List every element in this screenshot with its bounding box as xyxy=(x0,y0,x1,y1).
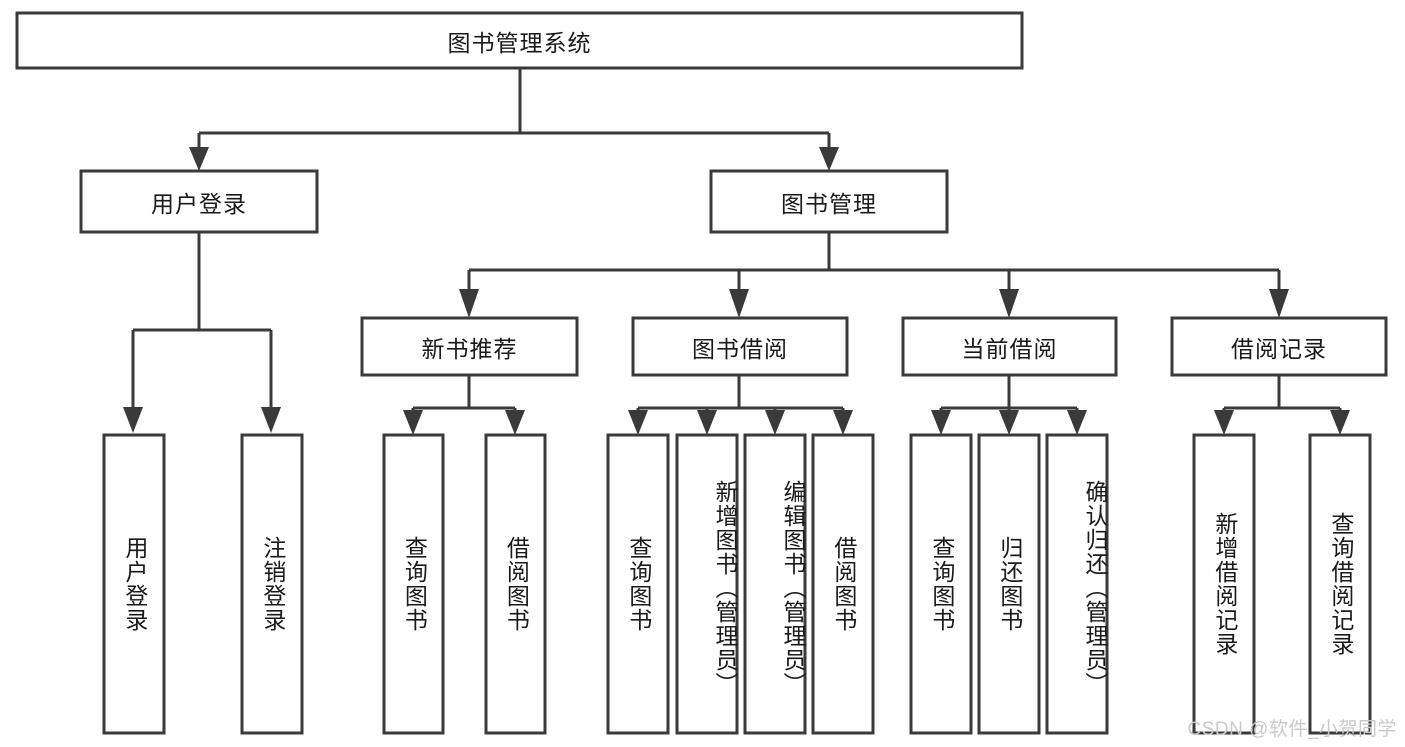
arrow-head-newbook-borrow xyxy=(505,410,525,435)
node-box-leaf-current-confirm[interactable] xyxy=(1045,433,1109,735)
connector-group-root xyxy=(189,68,839,171)
node-box-leaf-borrow-edit[interactable] xyxy=(743,433,807,735)
arrow-head-current-confirm xyxy=(1067,410,1087,435)
connector-group-book-manage xyxy=(459,232,1289,318)
arrow-head-borrow-lend xyxy=(833,410,853,435)
connector-group-newbook xyxy=(403,375,525,435)
arrow-head-newbook-rec xyxy=(459,289,479,318)
node-box-current-borrow[interactable] xyxy=(901,316,1118,377)
node-box-leaf-borrow-lend[interactable] xyxy=(811,433,875,735)
node-box-leaf-logout[interactable] xyxy=(240,433,304,735)
node-box-leaf-newbook-borrow[interactable] xyxy=(484,433,547,735)
connector-group-record xyxy=(1214,375,1350,435)
arrow-head-newbook-query xyxy=(403,410,423,435)
arrow-head-borrow-record xyxy=(1269,289,1289,318)
node-box-book-borrow[interactable] xyxy=(631,316,849,377)
arrow-head-borrow-add xyxy=(697,410,717,435)
connector-group-borrow xyxy=(628,375,853,435)
node-box-leaf-current-query[interactable] xyxy=(909,433,973,735)
arrow-head-book-borrow xyxy=(729,289,749,318)
node-box-new-book-rec[interactable] xyxy=(360,316,579,377)
node-box-leaf-record-add[interactable] xyxy=(1192,433,1256,735)
node-box-leaf-current-return[interactable] xyxy=(977,433,1041,735)
connector-group-current xyxy=(931,375,1087,435)
arrow-head-borrow-edit xyxy=(765,410,785,435)
node-box-leaf-borrow-query[interactable] xyxy=(606,433,670,735)
arrow-head-current-query xyxy=(931,410,951,435)
node-box-leaf-borrow-add[interactable] xyxy=(675,433,739,735)
node-box-borrow-record[interactable] xyxy=(1170,316,1388,377)
arrow-head-borrow-query xyxy=(628,410,648,435)
connector-group-user-login xyxy=(123,232,281,433)
node-box-user-login[interactable] xyxy=(79,169,319,234)
arrow-head-record-query xyxy=(1330,410,1350,435)
arrow-head-current-return xyxy=(999,410,1019,435)
arrow-head-logout-leaf xyxy=(261,407,281,433)
node-box-leaf-user-login[interactable] xyxy=(102,433,166,735)
node-box-book-manage[interactable] xyxy=(709,169,949,234)
node-box-leaf-newbook-query[interactable] xyxy=(382,433,445,735)
arrow-head-current-borrow xyxy=(999,289,1019,318)
arrow-head-to-user-login xyxy=(189,147,209,171)
arrow-head-record-add xyxy=(1214,410,1234,435)
arrow-head-to-book-manage xyxy=(819,147,839,171)
node-box-leaf-record-query[interactable] xyxy=(1308,433,1372,735)
arrow-head-user-login-leaf xyxy=(123,407,143,433)
watermark-text: CSDN @软件_小贺同学 xyxy=(1187,719,1397,740)
node-box-root[interactable] xyxy=(15,11,1024,70)
